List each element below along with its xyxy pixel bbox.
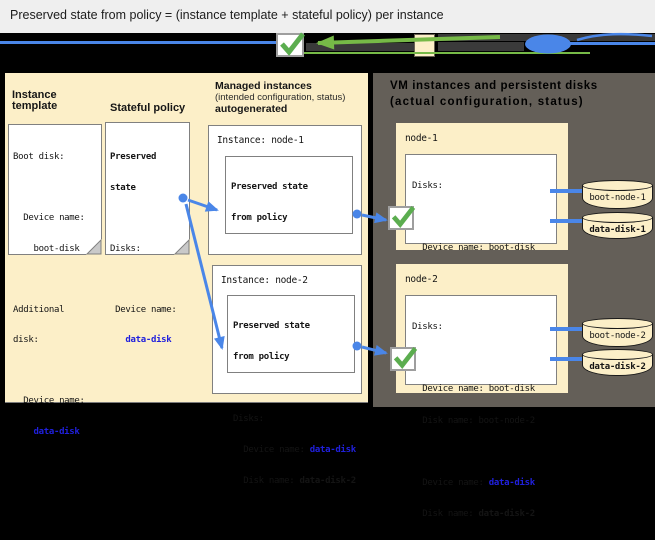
managed-node-1-title: Instance: node-1	[217, 135, 304, 146]
doc-line: Preserved	[110, 152, 157, 162]
vm-panel-heading-2: (actual configuration, status)	[390, 96, 584, 108]
legend-check-box	[276, 32, 305, 57]
cylinder-label: boot-node-1	[589, 193, 646, 203]
connector-data-disk-2	[550, 357, 588, 361]
managed-instance-node-2: Instance: node-2 Preserved state from po…	[212, 265, 362, 486]
disk-cylinder-data-disk-1: data-disk-1	[582, 212, 653, 239]
legend-obscured-text-3	[438, 42, 524, 51]
managed-heading-bold: Managed instances	[215, 80, 312, 92]
cylinder-label: data-disk-2	[589, 362, 646, 372]
checkmark-icon	[391, 205, 416, 228]
checkmark-icon	[280, 32, 305, 56]
vm-node-1-check-box	[388, 205, 416, 230]
disks-label: Disks:	[412, 181, 443, 191]
doc-line: Disks:	[110, 243, 141, 254]
managed-heading-sub: (intended configuration, status)	[215, 92, 346, 103]
stateful-policy-doc: Preserved state Disks: Device name: data…	[105, 122, 190, 345]
preserved-state-line: from policy	[231, 213, 288, 223]
device-name-label: Device name:	[412, 478, 489, 489]
doc-line: Device name:	[13, 396, 85, 406]
device-name-label: Device name:	[233, 445, 310, 455]
cylinder-label: data-disk-1	[589, 225, 646, 235]
disk-cylinder-boot-node-1: boot-node-1	[582, 180, 653, 209]
vm-node-2-check-box	[390, 346, 418, 371]
vm-node-1-title: node-1	[405, 133, 438, 144]
device-name-value: boot-disk	[488, 384, 535, 395]
doc-line-data-disk: data-disk	[110, 335, 172, 345]
doc-line: boot-disk	[13, 243, 80, 254]
checkmark-icon	[393, 346, 418, 369]
diagram-title: Preserved state from policy = (instance …	[10, 8, 444, 22]
doc-line: Boot disk:	[13, 152, 65, 162]
folded-corner-icon	[174, 239, 190, 255]
managed-node-2-preserved-state-box: Preserved state from policy Disks: Devic…	[227, 295, 356, 486]
doc-line: Additional	[13, 304, 65, 315]
connector-data-disk-1	[550, 219, 588, 223]
device-name-label: Device name:	[412, 243, 489, 254]
disks-label: Disks:	[233, 414, 264, 424]
legend-blue-line-left	[0, 41, 277, 44]
managed-instances-heading: Managed instances (intended configuratio…	[215, 80, 345, 115]
stateful-policy-heading: Stateful policy	[110, 102, 186, 114]
device-name-value: data-disk	[309, 445, 356, 455]
legend-obscured-text-1	[306, 43, 423, 51]
doc-line: state	[110, 182, 136, 193]
connector-boot-node-1	[550, 189, 588, 193]
legend-blue-line-right	[570, 42, 655, 45]
doc-line: Device name:	[110, 304, 177, 315]
managed-node-1-preserved-state-box: Preserved state from policy Disks: Devic…	[225, 156, 354, 347]
vm-node-2: node-2 Disks: Device name: boot-disk Dis…	[396, 264, 568, 519]
cylinder-label: boot-node-2	[589, 331, 646, 341]
device-name-value: data-disk	[488, 478, 535, 489]
disk-cylinder-data-disk-2: data-disk-2	[582, 349, 653, 376]
title-strip: Preserved state from policy = (instance …	[0, 0, 655, 33]
vm-node-2-title: node-2	[405, 274, 438, 285]
preserved-state-line: Preserved state	[231, 182, 308, 192]
doc-line-data-disk: data-disk	[13, 426, 80, 437]
instance-template-heading-l1: Instance	[12, 89, 57, 101]
instance-template-heading-l2: template	[12, 99, 58, 112]
legend-obscured-text-2	[438, 34, 655, 41]
managed-instance-node-1: Instance: node-1 Preserved state from po…	[208, 125, 362, 347]
disk-name-label: Disk name:	[412, 509, 479, 520]
disk-name-label: Disk name:	[412, 415, 479, 426]
doc-line: disk:	[13, 335, 39, 345]
doc-line: Device name:	[13, 213, 85, 223]
folded-corner-icon	[86, 239, 102, 255]
disks-label: Disks:	[412, 322, 443, 332]
device-name-label: Device name:	[412, 384, 489, 395]
legend-band	[0, 33, 655, 73]
disk-name-value: boot-node-2	[478, 415, 536, 426]
instance-template-heading: Instance template	[12, 90, 57, 111]
legend-template-chip	[414, 34, 435, 57]
disk-name-value: data-disk-2	[299, 476, 357, 486]
disk-name-label: Disk name:	[233, 476, 300, 486]
disk-name-value: data-disk-2	[478, 509, 536, 520]
vm-node-1-disks-box: Disks: Device name: boot-disk Disk name:…	[405, 154, 557, 378]
connector-boot-node-2	[550, 327, 588, 331]
device-name-value: boot-disk	[488, 243, 535, 254]
instance-template-doc: Boot disk: Device name: boot-disk Additi…	[8, 124, 102, 437]
vm-node-1: node-1 Disks: Device name: boot-disk Dis…	[396, 123, 568, 378]
managed-heading-autogenerated: autogenerated	[215, 103, 288, 115]
vm-panel-heading-1: VM instances and persistent disks	[390, 80, 598, 92]
disk-cylinder-boot-node-2: boot-node-2	[582, 318, 653, 347]
preserved-state-line: Preserved state	[233, 321, 310, 331]
managed-node-2-title: Instance: node-2	[221, 275, 308, 286]
vm-node-2-disks-box: Disks: Device name: boot-disk Disk name:…	[405, 295, 557, 519]
preserved-state-line: from policy	[233, 352, 290, 362]
